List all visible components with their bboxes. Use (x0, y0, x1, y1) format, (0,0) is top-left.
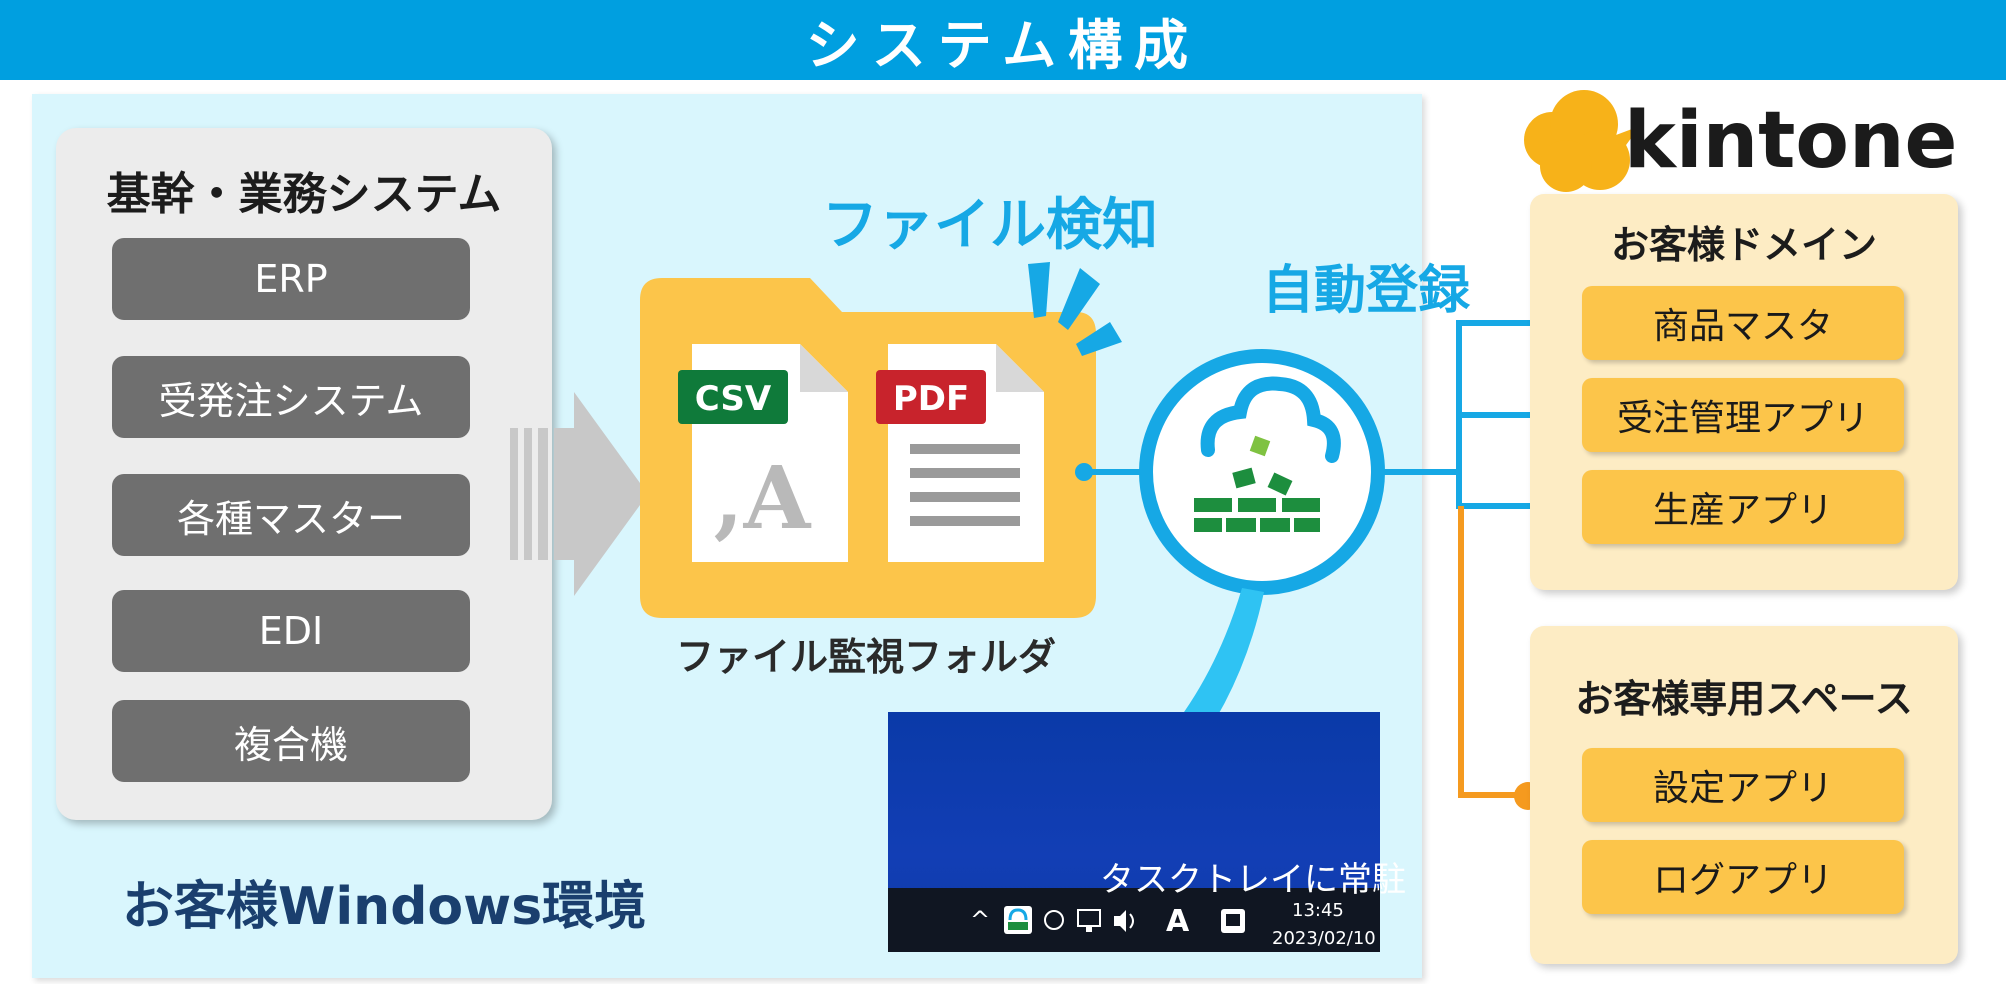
environment-label: お客様Windows環境 (122, 877, 647, 937)
tray-expand-icon[interactable]: ^ (970, 906, 991, 934)
system-item-order: 受発注システム (112, 356, 470, 438)
core-systems-title: 基幹・業務システム (106, 169, 502, 220)
system-item-edi: EDI (112, 590, 470, 672)
auto-register-label: 自動登録 (1262, 261, 1471, 321)
input-arrow-icon (510, 392, 648, 596)
header-bar: システム構成 (0, 0, 2006, 80)
customer-domain-title: お客様ドメイン (1610, 223, 1877, 267)
csv-tag-label: CSV (695, 379, 772, 419)
task-tray-label: タスクトレイに常駐 (1100, 860, 1406, 900)
pdf-tag (876, 370, 986, 424)
csv-file-icon: CSV ,A (678, 344, 848, 562)
tray-icons (1004, 906, 1134, 934)
page-title: システム構成 (805, 13, 1201, 77)
system-item-master: 各種マスター (112, 474, 470, 556)
watch-folder-label: ファイル監視フォルダ (676, 635, 1057, 679)
tray-volume-icon[interactable] (1114, 910, 1126, 932)
app-product-master[interactable]: 商品マスタ (1582, 286, 1904, 360)
folder-to-app-line (1084, 469, 1144, 475)
kintone-logo-icon (1524, 90, 1640, 192)
tray-notification-icon[interactable] (1218, 906, 1248, 936)
taskbar (888, 888, 1380, 952)
pdf-file-icon: PDF (876, 344, 1044, 562)
kintone-logo-text: kintone (1624, 96, 1958, 186)
sync-app-icon (1139, 349, 1385, 595)
app-log[interactable]: ログアプリ (1582, 840, 1904, 914)
csv-glyph: ,A (714, 448, 812, 549)
tray-camera-icon[interactable] (1044, 910, 1064, 930)
file-detection-label: ファイル検知 (822, 193, 1158, 258)
app-settings[interactable]: 設定アプリ (1582, 748, 1904, 822)
customer-space-title: お客様専用スペース (1575, 677, 1913, 721)
tray-clock-time[interactable]: 13:45 (1292, 900, 1344, 921)
tray-ime-indicator[interactable]: A (1166, 904, 1190, 939)
system-item-mfp: 複合機 (112, 700, 470, 782)
tray-network-icon[interactable] (1077, 909, 1101, 927)
pdf-tag-label: PDF (893, 379, 969, 419)
tray-clock-date[interactable]: 2023/02/10 (1272, 928, 1376, 949)
detection-spark-icon (1028, 262, 1122, 356)
csv-tag (678, 370, 788, 424)
app-order-management[interactable]: 受注管理アプリ (1582, 378, 1904, 452)
app-production[interactable]: 生産アプリ (1582, 470, 1904, 544)
system-item-erp: ERP (112, 238, 470, 320)
